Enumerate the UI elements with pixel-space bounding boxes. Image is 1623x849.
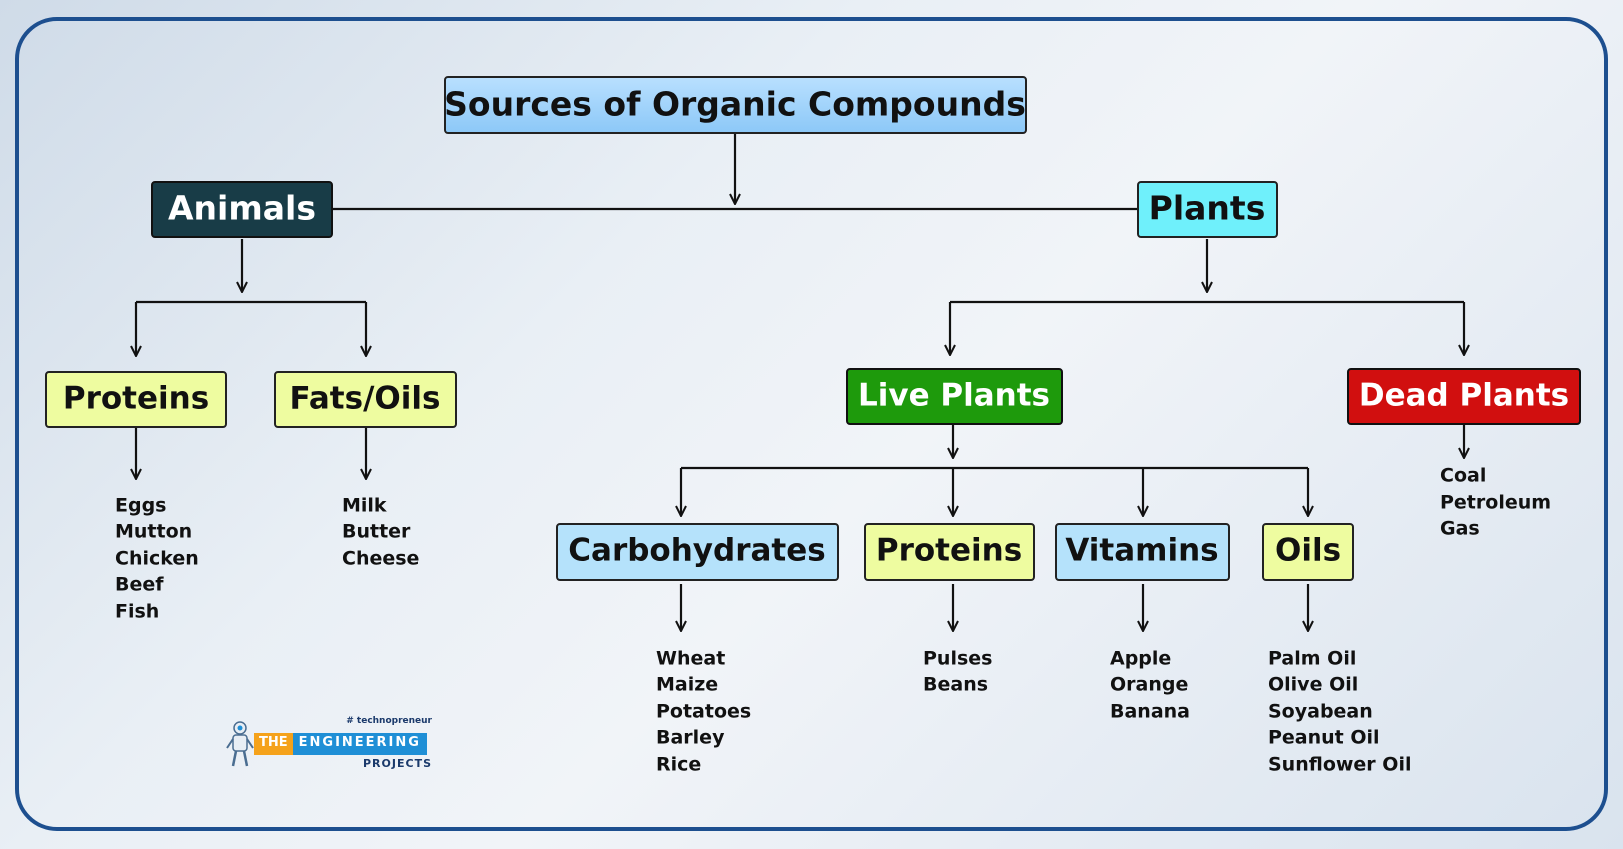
list-item: Potatoes — [656, 701, 751, 723]
list-item: Palm Oil — [1268, 648, 1356, 670]
list-item: Gas — [1440, 518, 1480, 540]
list-item: Chicken — [115, 548, 199, 570]
vitamins-node: Vitamins — [1055, 523, 1230, 581]
list-item: Beans — [923, 674, 988, 696]
plant-proteins-list: Pulses Beans — [923, 648, 992, 696]
logo-the: THE — [254, 733, 293, 755]
list-item: Eggs — [115, 495, 167, 517]
oils-node: Oils — [1262, 523, 1354, 581]
animal-proteins-list: Eggs Mutton Chicken Beef Fish — [115, 495, 199, 623]
list-item: Cheese — [342, 548, 419, 570]
dead-plants-list: Coal Petroleum Gas — [1440, 465, 1551, 540]
list-item: Banana — [1110, 701, 1190, 723]
animal-proteins-node: Proteins — [45, 371, 227, 428]
carbohydrates-label: Carbohydrates — [568, 533, 825, 569]
list-item: Pulses — [923, 648, 992, 670]
list-item: Wheat — [656, 648, 725, 670]
list-item: Coal — [1440, 465, 1486, 487]
list-item: Soyabean — [1268, 701, 1373, 723]
carbohydrates-node: Carbohydrates — [556, 523, 839, 581]
animals-node: Animals — [151, 181, 333, 238]
plant-proteins-label: Proteins — [876, 533, 1022, 569]
list-item: Mutton — [115, 521, 192, 543]
oils-list: Palm Oil Olive Oil Soyabean Peanut Oil S… — [1268, 648, 1411, 776]
list-item: Butter — [342, 521, 411, 543]
dead-plants-label: Dead Plants — [1359, 378, 1569, 414]
oils-label: Oils — [1275, 533, 1341, 569]
list-item: Rice — [656, 754, 701, 776]
robot-icon — [226, 721, 254, 767]
plants-node: Plants — [1137, 181, 1278, 238]
list-item: Fish — [115, 601, 159, 623]
vitamins-list: Apple Orange Banana — [1110, 648, 1190, 723]
engineering-projects-logo: # technopreneur THE ENGINEERING PROJECTS — [222, 716, 432, 772]
vitamins-label: Vitamins — [1065, 533, 1218, 569]
dead-plants-node: Dead Plants — [1347, 368, 1581, 425]
connectors — [136, 134, 1464, 631]
animals-label: Animals — [168, 189, 316, 228]
plant-proteins-node: Proteins — [864, 523, 1035, 581]
fats-oils-node: Fats/Oils — [274, 371, 457, 428]
list-item: Barley — [656, 727, 725, 749]
fats-oils-list: Milk Butter Cheese — [342, 495, 419, 570]
list-item: Milk — [342, 495, 387, 517]
title-node: Sources of Organic Compounds — [444, 76, 1027, 134]
live-plants-label: Live Plants — [858, 378, 1050, 414]
logo-wordmark: THE ENGINEERING — [254, 733, 427, 755]
list-item: Maize — [656, 674, 718, 696]
list-item: Sunflower Oil — [1268, 754, 1411, 776]
title-label: Sources of Organic Compounds — [444, 85, 1026, 124]
logo-projects: PROJECTS — [363, 757, 432, 770]
carbohydrates-list: Wheat Maize Potatoes Barley Rice — [656, 648, 751, 776]
plants-label: Plants — [1149, 189, 1266, 228]
list-item: Petroleum — [1440, 492, 1551, 514]
logo-engineering: ENGINEERING — [292, 733, 427, 755]
list-item: Orange — [1110, 674, 1188, 696]
list-item: Olive Oil — [1268, 674, 1358, 696]
logo-tagline: # technopreneur — [346, 716, 432, 726]
list-item: Beef — [115, 574, 164, 596]
fats-oils-label: Fats/Oils — [290, 381, 441, 417]
list-item: Peanut Oil — [1268, 727, 1380, 749]
live-plants-node: Live Plants — [846, 368, 1063, 425]
diagram-frame — [15, 17, 1608, 831]
list-item: Apple — [1110, 648, 1171, 670]
animal-proteins-label: Proteins — [63, 381, 209, 417]
